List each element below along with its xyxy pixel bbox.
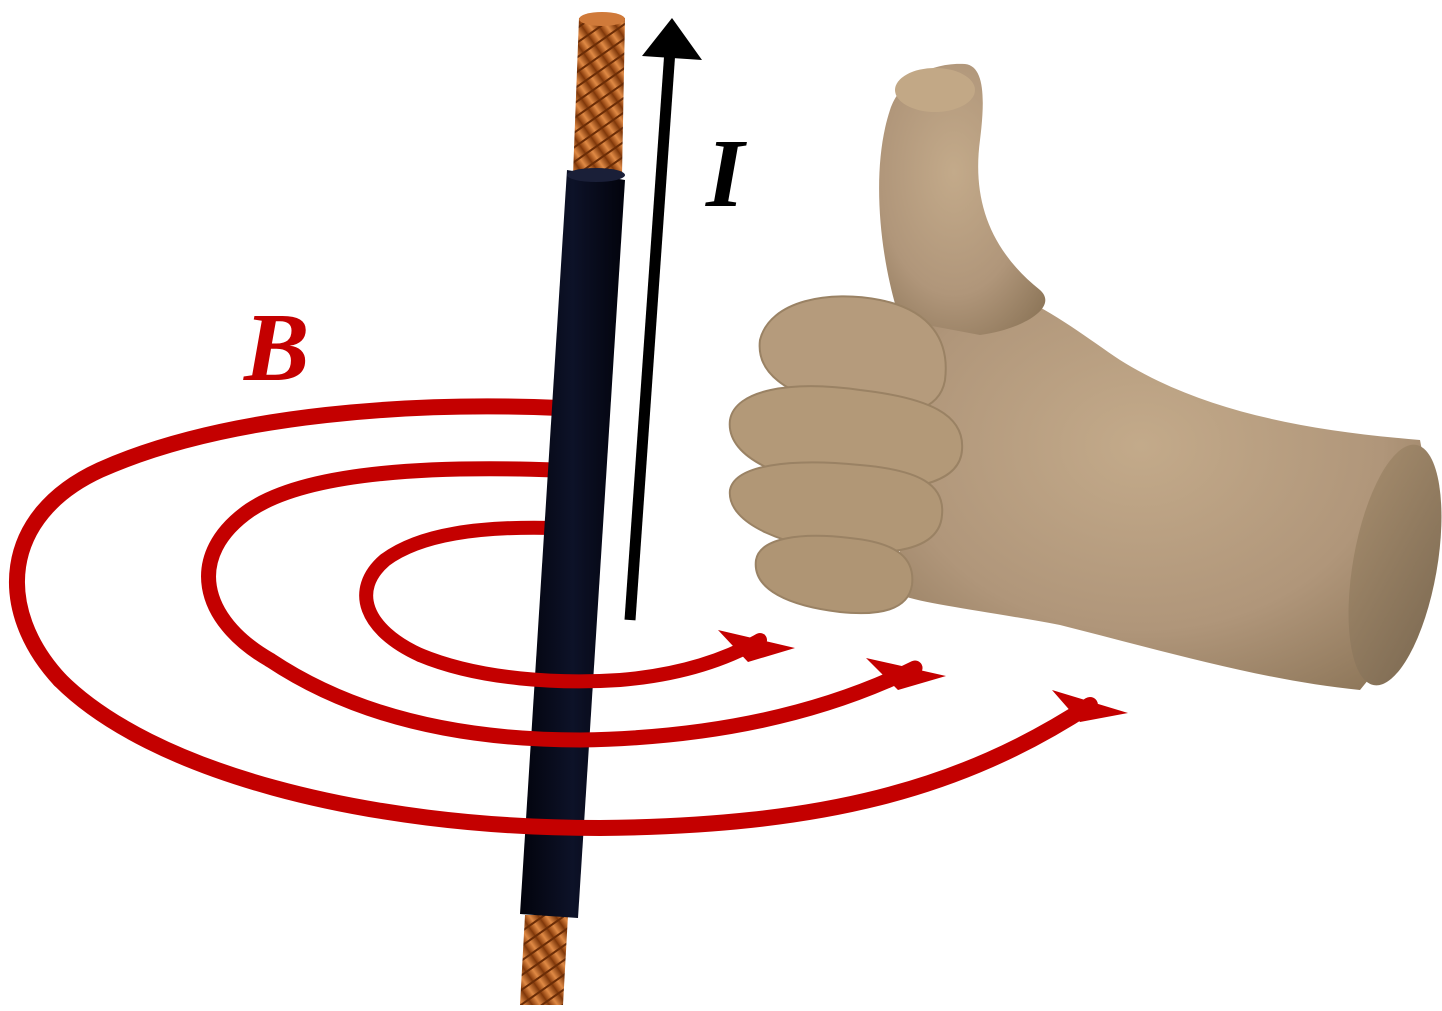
hand-finger-little — [756, 536, 913, 613]
right-hand-thumbs-up-icon — [730, 64, 1442, 693]
copper-core-bottom — [520, 915, 568, 1005]
field-label: B — [243, 294, 309, 402]
thumb-nail-highlight — [895, 68, 975, 112]
field-loop-inner-back — [366, 528, 555, 655]
field-loop-outer-back — [17, 406, 560, 680]
field-lines-back — [17, 406, 560, 680]
wire-insulation — [520, 170, 625, 918]
insulation-top-cap — [567, 168, 625, 182]
current-arrow-shaft — [630, 50, 670, 620]
copper-core-top-end — [579, 12, 625, 26]
current-label: I — [705, 120, 747, 228]
field-arrowheads — [718, 630, 1128, 722]
current-arrowhead — [642, 18, 702, 60]
wire-icon — [520, 12, 625, 1005]
current-arrow — [630, 18, 702, 620]
copper-core-top — [573, 18, 625, 175]
